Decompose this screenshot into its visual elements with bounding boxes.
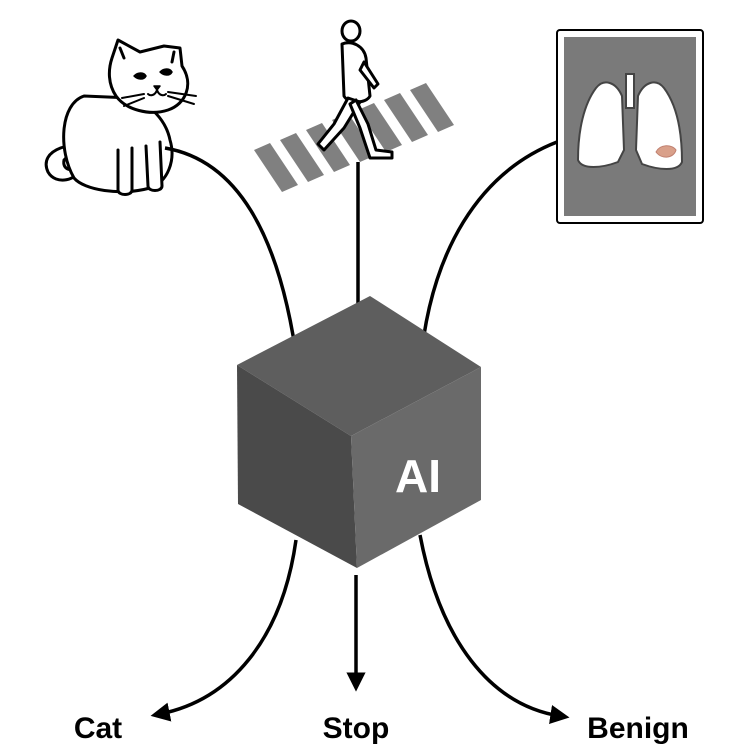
ai-label: AI (395, 450, 441, 502)
lung-xray-icon (556, 29, 704, 224)
lesion-mark (655, 145, 677, 158)
cat-icon (44, 38, 197, 196)
output-label-benign: Benign (587, 712, 689, 745)
ai-to-benign-arrow (418, 534, 570, 725)
cat-to-ai-arrow (164, 146, 307, 378)
xray-to-ai-arrow (411, 140, 558, 378)
walking-person (316, 19, 394, 160)
cube-right-face (351, 367, 481, 568)
output-label-stop: Stop (323, 712, 390, 745)
pedestrian-crosswalk-icon (254, 19, 454, 192)
cube-left-face (237, 365, 357, 568)
output-label-cat: Cat (74, 712, 122, 745)
output-arrows (150, 534, 570, 725)
cube-top-face (237, 296, 481, 436)
ai-to-cat-arrow (150, 539, 298, 722)
ai-cube: AI (237, 296, 481, 568)
